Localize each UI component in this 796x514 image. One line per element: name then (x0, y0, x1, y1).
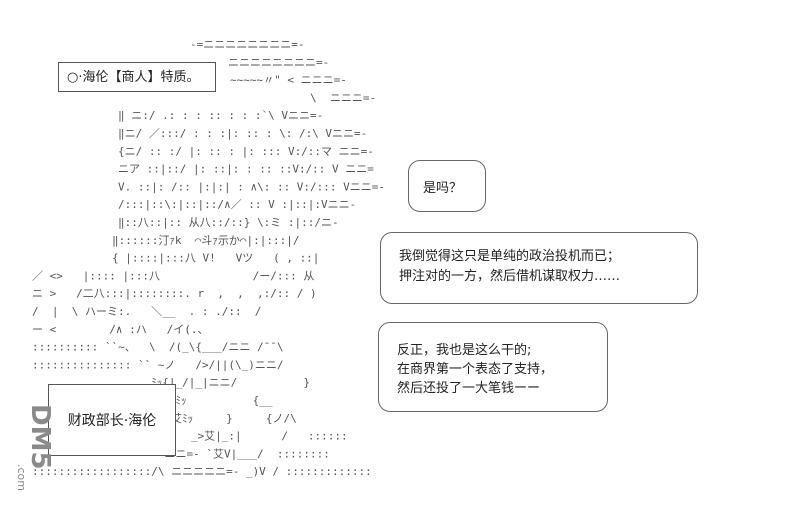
speech-bubble-reply: 反正，我也是这么干的; 在商界第一个表态了支持， 然后还投了一大笔钱ーー (378, 322, 608, 412)
ascii-art-line: { |::::|:::八 V! Vツ ( , ::| (112, 252, 319, 265)
speech-line: 然后还投了一大笔钱ーー (397, 381, 541, 396)
ascii-art-line: / | \ ハーミ:. ＼__ . : ./:: / (32, 305, 261, 318)
ascii-art-line: -=ニニニニニニニニ=- (190, 38, 305, 51)
speech-line: 押注对的一方，然后借机谋取权力…… (399, 269, 621, 284)
character-trait-text: ○·海伦【商人】特质。 (67, 70, 200, 85)
speech-line: 在商界第一个表态了支持， (397, 362, 554, 377)
speech-bubble-question: 是吗？ (408, 160, 486, 212)
ascii-art-line: V. ::|: /:: |:|:| : ∧\: :: V:/::: Vニニ=- (118, 180, 385, 193)
character-trait-caption: ○·海伦【商人】特质。 (58, 62, 216, 92)
speech-line: 反正，我也是这么干的; (397, 343, 532, 358)
ascii-art-line: ‖ニ/ ／:::/ : : :|: :: : \: /:\ Vニニ=- (118, 127, 367, 140)
ascii-art-line: :::::::::: ``~、 \ /(_\{___/ニニ /¯¯\ (32, 341, 284, 354)
ascii-art-line: ／ <> |:::: |:::八 /ー/::: 从 (32, 269, 314, 282)
watermark-brand: DM5 (25, 404, 55, 470)
ascii-art-line: ー < /∧ :ハ /イ(.、 (32, 323, 208, 336)
character-name-text: 财政部长·海伦 (67, 413, 157, 429)
ascii-art-line: /:::|::\:|::|::/∧／ :: V :|::|:Vニニ- (118, 198, 356, 211)
site-watermark: DM5 .com (15, 404, 55, 491)
ascii-art-line: ‖::::::汀ｧk ⌒斗ｧ示か⌒|:|:::|/ (112, 234, 299, 247)
character-name-caption: 财政部长·海伦 (48, 384, 176, 456)
ascii-art-line: ニ > /二八:::|::::::::. r , , ,:/:: / ) (32, 287, 317, 300)
speech-bubble-question-text: 是吗？ (423, 181, 463, 196)
ascii-art-line: ::::::::::::::: `` ~ノ />/||(\_)ニニ/ (32, 358, 284, 371)
watermark-site: .com (15, 464, 28, 491)
speech-bubble-thought: 我倒觉得这只是单纯的政治投机而已； 押注对的一方，然后借机谋取权力…… (380, 232, 698, 304)
speech-line: 我倒觉得这只是单纯的政治投机而已； (399, 249, 621, 264)
ascii-art-line: ~~~~~〃" < ニニニ=- (230, 74, 347, 87)
ascii-art-line: ‖::八::|:: 从八::/::} \:ミ :|::/ニ- (118, 216, 339, 229)
ascii-art-line: ::::::::::::::::::/\ ニニニニニ=- _)V / :::::… (32, 465, 372, 478)
ascii-art-line: ニニニニニニニニ=- (228, 56, 329, 69)
ascii-art-line: {ニ/ :: :/ |: :: : |: ::: V:/::マ ニニ=- (118, 145, 374, 158)
ascii-art-line: ‖ ニ:/ .: : : :: : : :`\ Vニニ=- (118, 109, 323, 122)
ascii-art-line: \ ニニニ=- (310, 91, 376, 104)
ascii-art-line: ニア ::|::/ |: ::|: : :: ::V:/:: V ニニ= (118, 163, 374, 176)
